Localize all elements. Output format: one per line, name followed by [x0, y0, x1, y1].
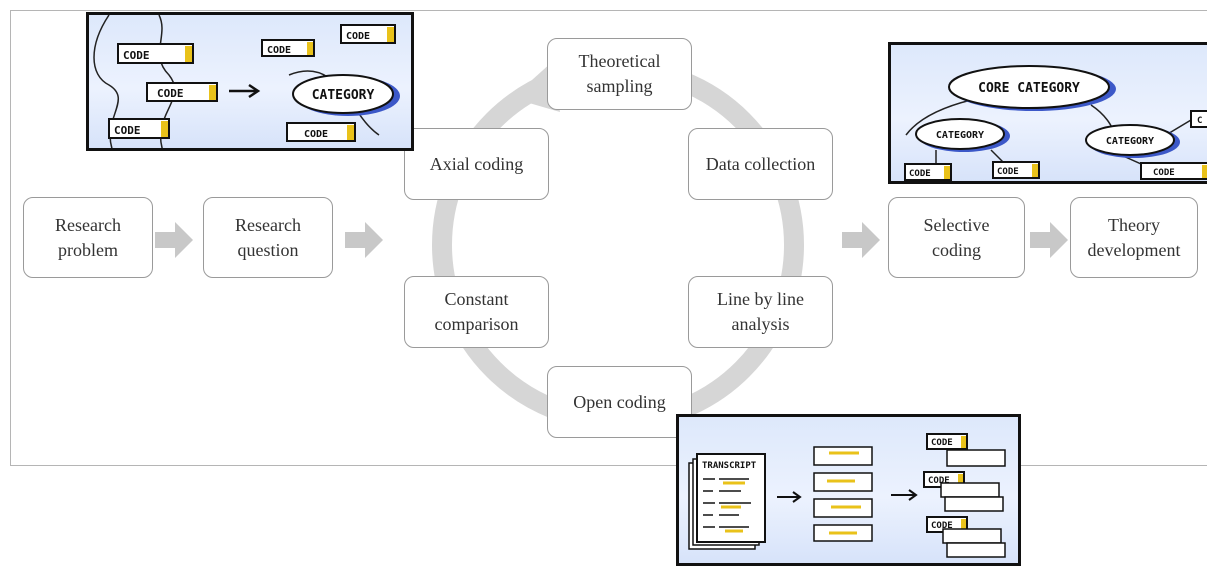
- node-research-problem: Research problem: [23, 197, 153, 278]
- svg-text:CODE: CODE: [931, 438, 953, 448]
- svg-text:CODE: CODE: [931, 521, 953, 531]
- node-line-by-line-analysis: Line by line analysis: [688, 276, 833, 348]
- svg-text:CATEGORY: CATEGORY: [1106, 136, 1154, 147]
- code-tag: CODE: [992, 161, 1040, 179]
- node-theory-development: Theory development: [1070, 197, 1198, 278]
- node-constant-comparison: Constant comparison: [404, 276, 549, 348]
- node-research-question: Research question: [203, 197, 333, 278]
- svg-text:CORE CATEGORY: CORE CATEGORY: [978, 81, 1080, 96]
- code-tag: CODE: [108, 118, 170, 139]
- node-open-coding: Open coding: [547, 366, 692, 438]
- node-data-collection: Data collection: [688, 128, 833, 200]
- svg-text:CODE: CODE: [997, 167, 1019, 177]
- code-tag: CODE: [904, 163, 952, 181]
- code-tag: CODE: [261, 39, 315, 57]
- node-axial-coding: Axial coding: [404, 128, 549, 200]
- svg-text:CODE: CODE: [157, 87, 184, 100]
- code-tag: C: [1190, 110, 1207, 128]
- category-bubble: CATEGORY: [292, 74, 400, 116]
- category-bubble: CATEGORY: [1085, 124, 1180, 158]
- svg-text:TRANSCRIPT: TRANSCRIPT: [702, 461, 757, 471]
- code-tag: CODE: [926, 433, 968, 450]
- open-coding-illustration: TRANSCRIPT: [676, 414, 1021, 566]
- arrow-icon: [777, 489, 918, 503]
- code-tag: CODE: [146, 82, 218, 102]
- arrow-icon: [229, 83, 261, 99]
- node-theoretical-sampling: Theoretical sampling: [547, 38, 692, 110]
- svg-text:CODE: CODE: [1153, 168, 1175, 178]
- code-tag: CODE: [1140, 162, 1207, 180]
- core-category-bubble: CORE CATEGORY: [948, 65, 1116, 111]
- snippet-cards: [813, 446, 873, 542]
- svg-text:C: C: [1197, 116, 1202, 126]
- axial-coding-illustration: CODE CODE CODE CODE CODE CODE: [86, 12, 414, 151]
- flow-arrow: [1030, 222, 1068, 258]
- svg-text:CODE: CODE: [928, 476, 950, 486]
- flow-arrow: [155, 222, 193, 258]
- code-tag: CODE: [117, 43, 194, 64]
- transcript-icon: TRANSCRIPT: [688, 453, 766, 550]
- code-tag: CODE: [286, 122, 356, 142]
- svg-text:CODE: CODE: [114, 124, 141, 137]
- selective-coding-illustration: CORE CATEGORY CATEGORY CATEGORY CODE COD…: [888, 42, 1207, 184]
- category-bubble: CATEGORY: [915, 118, 1010, 152]
- svg-text:CODE: CODE: [304, 129, 328, 140]
- svg-text:CATEGORY: CATEGORY: [936, 130, 984, 141]
- svg-text:CODE: CODE: [909, 169, 931, 179]
- svg-text:CODE: CODE: [267, 45, 291, 56]
- flow-arrow: [842, 222, 880, 258]
- svg-text:CATEGORY: CATEGORY: [312, 88, 375, 103]
- node-selective-coding: Selective coding: [888, 197, 1025, 278]
- code-tag: CODE: [340, 24, 396, 44]
- flow-arrow: [345, 222, 383, 258]
- svg-text:CODE: CODE: [346, 31, 370, 42]
- svg-text:CODE: CODE: [123, 49, 150, 62]
